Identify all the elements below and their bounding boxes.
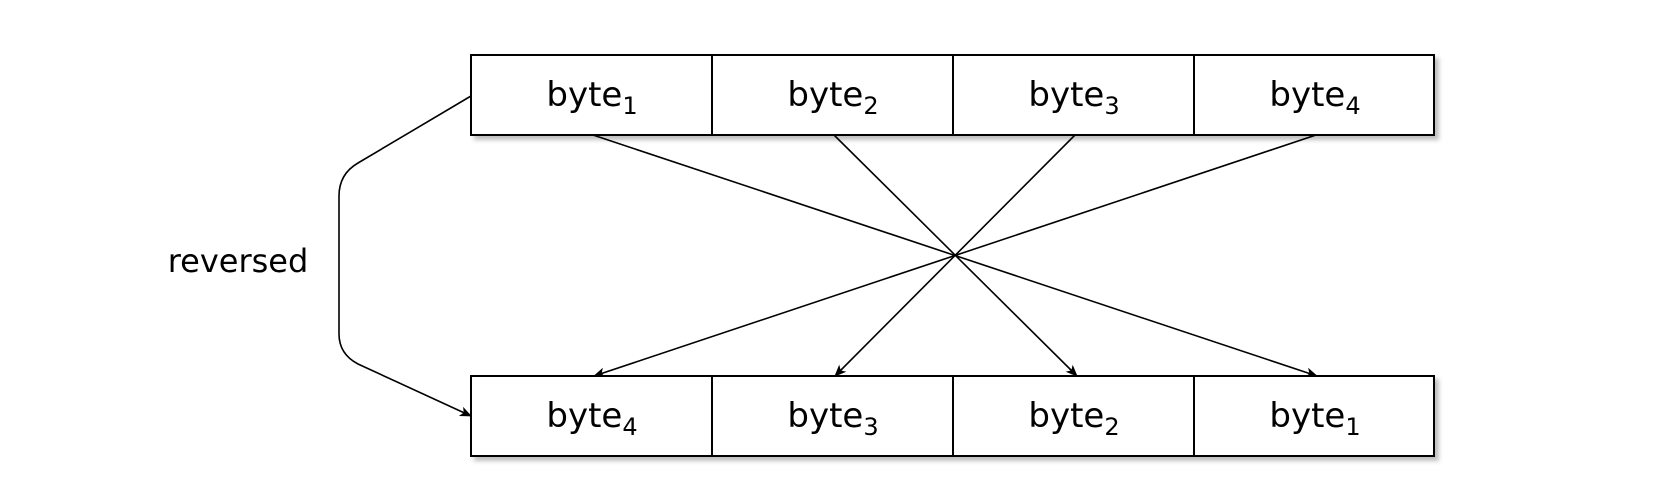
bottom-cell-3: byte2 — [1028, 396, 1119, 441]
bottom-cell-4: byte1 — [1269, 396, 1360, 441]
bottom-cell-2: byte3 — [787, 396, 878, 441]
top-row-labels: byte1 byte2 byte3 byte4 — [546, 75, 1360, 120]
top-cell-3: byte3 — [1028, 75, 1119, 120]
top-row-dividers — [711, 55, 1195, 135]
bottom-cell-1: byte4 — [546, 396, 637, 441]
reversed-label: reversed — [168, 242, 309, 280]
crossing-arrows — [592, 134, 1318, 378]
top-cell-4: byte4 — [1269, 75, 1360, 120]
bottom-row-dividers — [711, 376, 1195, 456]
arrow-byte4 — [593, 134, 1317, 378]
top-cell-1: byte1 — [546, 75, 637, 120]
top-cell-2: byte2 — [787, 75, 878, 120]
bottom-row-labels: byte4 byte3 byte2 byte1 — [546, 396, 1360, 441]
reversed-connector — [338, 95, 472, 417]
